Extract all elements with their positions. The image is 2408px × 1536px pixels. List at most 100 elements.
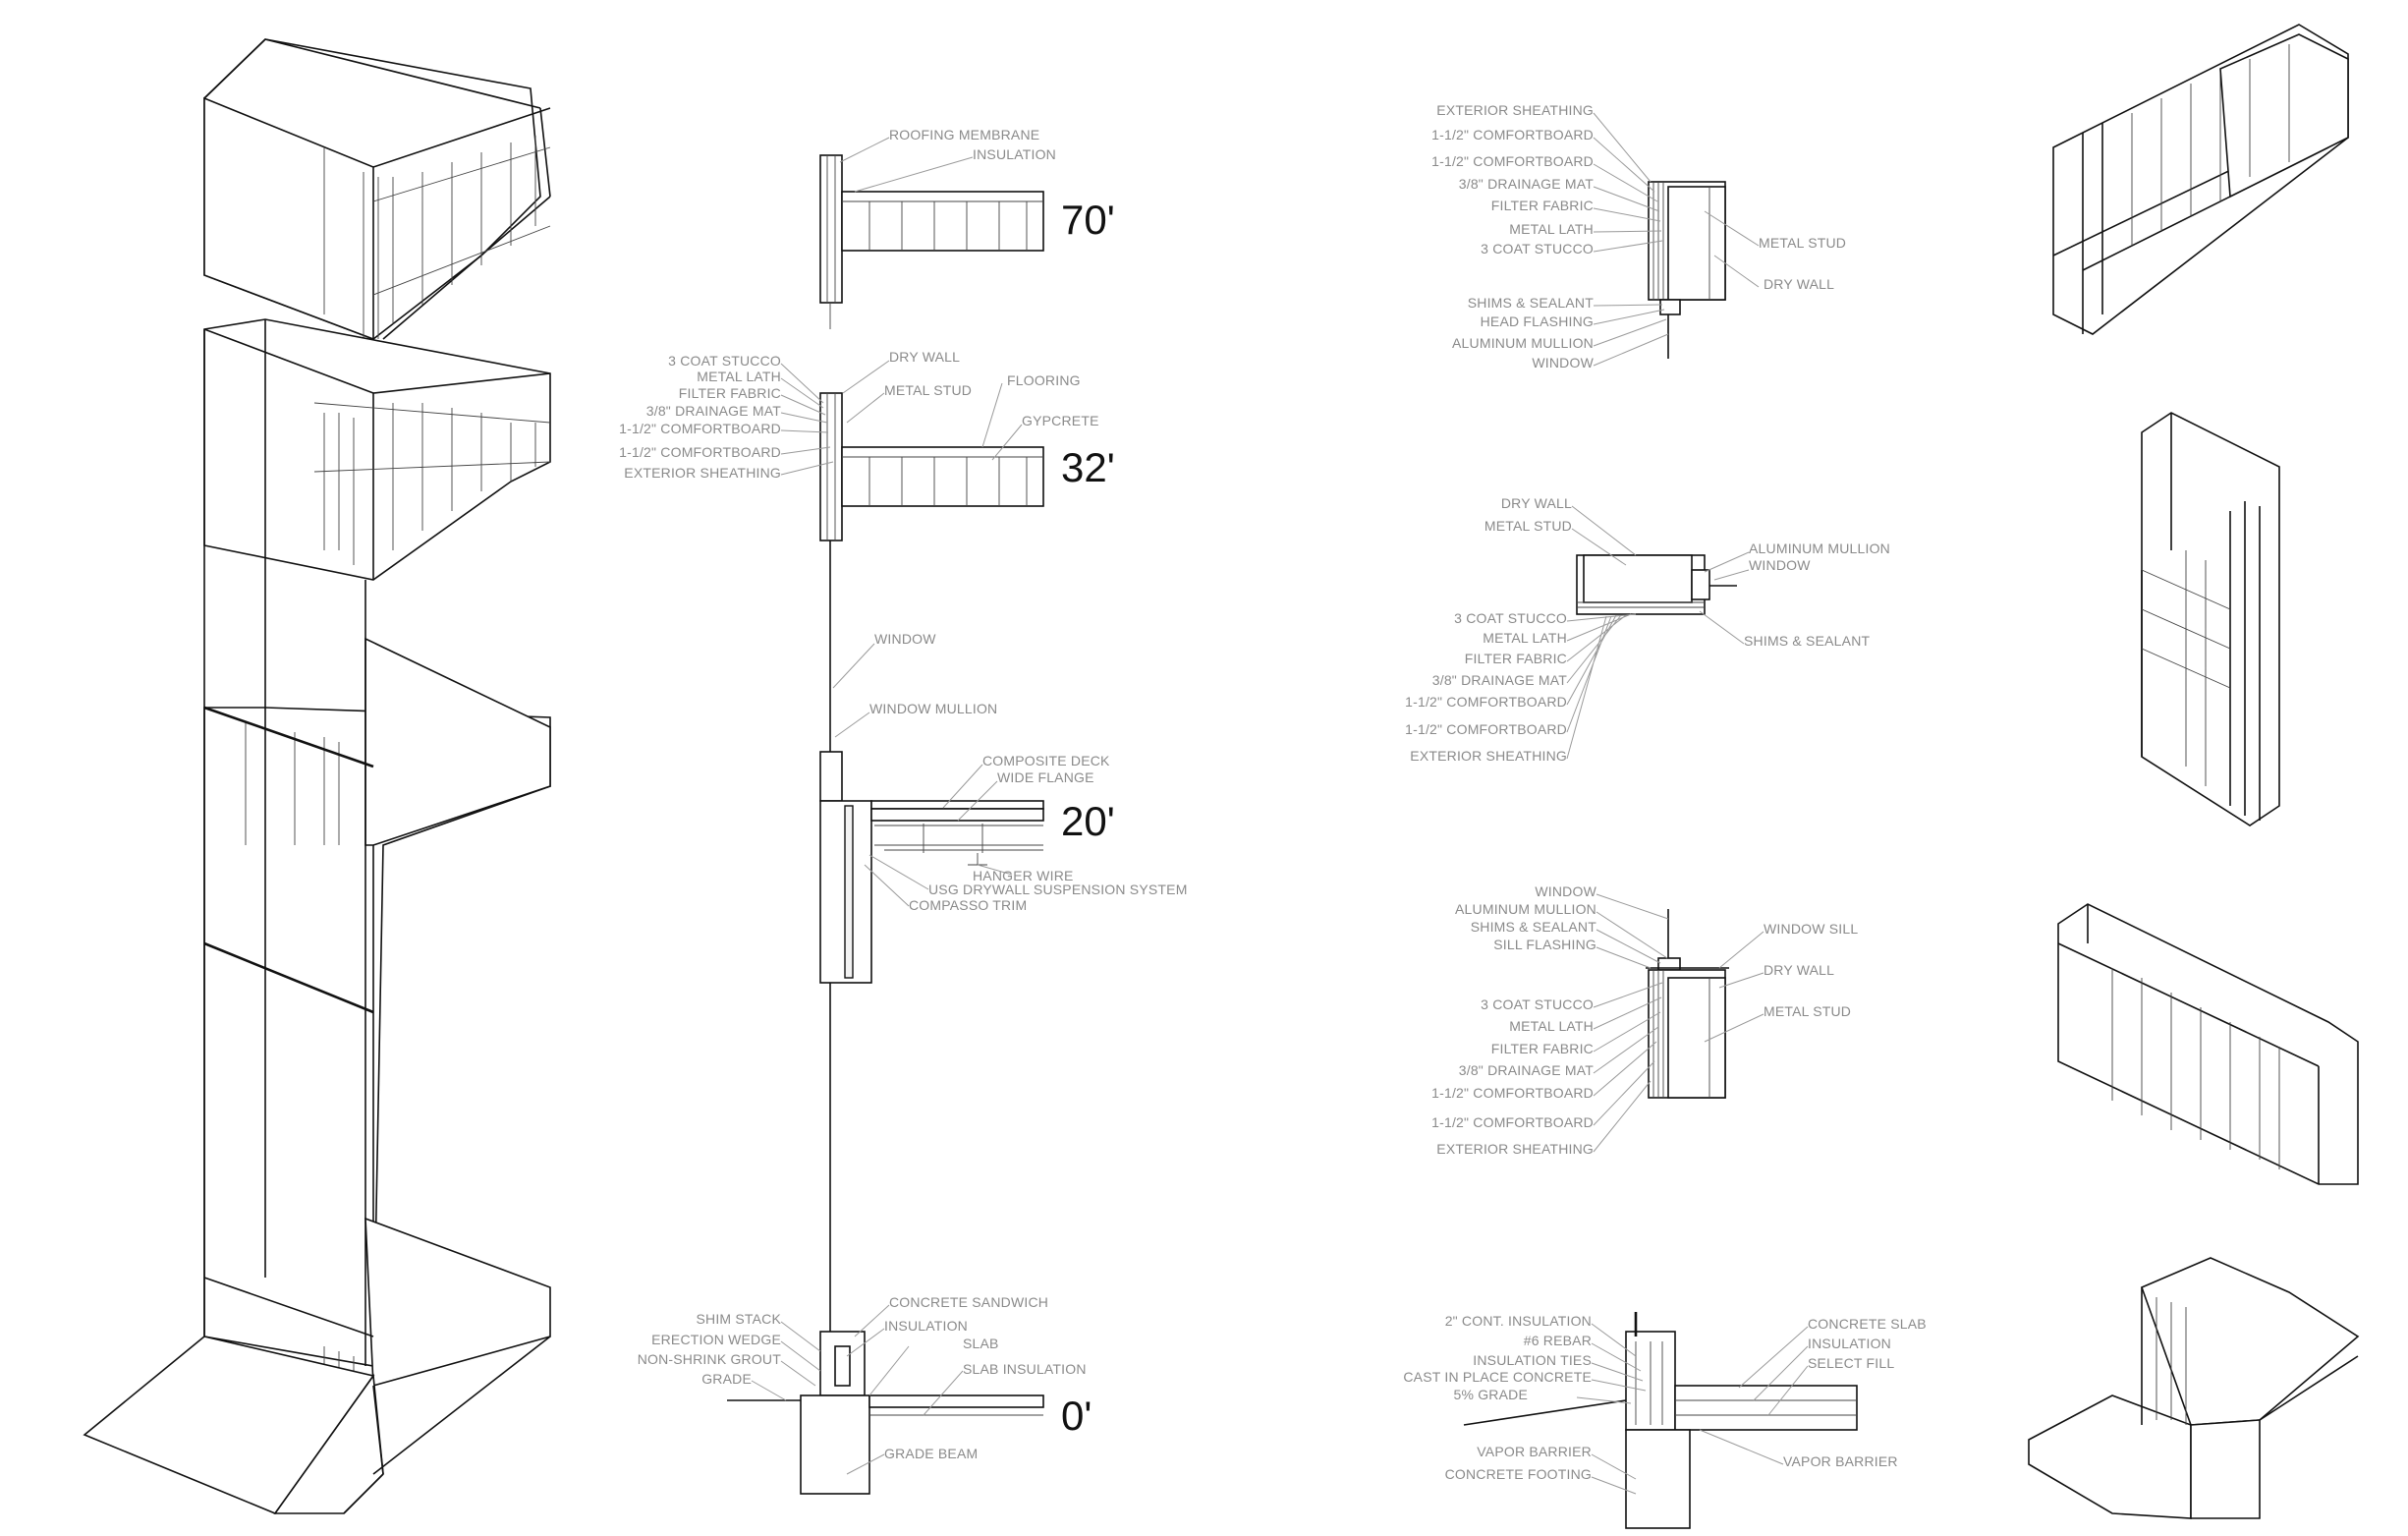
level-0-label: 0': [1061, 1393, 1092, 1439]
label-jamb-fabric: FILTER FABRIC: [1465, 651, 1567, 666]
section-floor20: [819, 751, 1044, 984]
section-floor32: [819, 392, 1044, 541]
label-hanger-wire: HANGER WIRE: [973, 868, 1074, 883]
label-jamb-sheathing: EXTERIOR SHEATHING: [1410, 748, 1567, 764]
label-sill-fabric: FILTER FABRIC: [1491, 1041, 1594, 1056]
label-head-drywall: DRY WALL: [1764, 276, 1834, 292]
label-composite-deck: COMPOSITE DECK: [982, 753, 1110, 768]
axon-jamb-detail: [2141, 412, 2280, 826]
label-wide-flange: WIDE FLANGE: [997, 769, 1094, 785]
label-jamb-comfort-b: 1-1/2" COMFORTBOARD: [1405, 721, 1567, 737]
label-fabric-32: FILTER FABRIC: [679, 385, 781, 401]
label-drainage-32: 3/8" DRAINAGE MAT: [646, 403, 781, 419]
detail-head-right-labels: METAL STUD DRY WALL: [1704, 210, 1846, 292]
label-head-mullion: ALUMINUM MULLION: [1452, 335, 1594, 351]
label-roofing-membrane: ROOFING MEMBRANE: [889, 127, 1039, 142]
label-non-shrink-grout: NON-SHRINK GROUT: [638, 1351, 782, 1367]
label-roof-insulation: INSULATION: [973, 146, 1056, 162]
label-jamb-window: WINDOW: [1749, 557, 1811, 573]
label-gypcrete: GYPCRETE: [1022, 413, 1099, 428]
label-shim-stack: SHIM STACK: [696, 1311, 781, 1327]
label-sill-shims: SHIMS & SEALANT: [1471, 919, 1597, 935]
label-head-comfort-b: 1-1/2" COMFORTBOARD: [1431, 153, 1594, 169]
detail-head: EXTERIOR SHEATHING 1-1/2" COMFORTBOARD 1…: [1431, 102, 1846, 370]
label-head-flashing: HEAD FLASHING: [1481, 313, 1594, 329]
axon-foundation: [83, 1336, 551, 1514]
label-window-sill: WINDOW SILL: [1764, 921, 1858, 937]
label-suspension-system: USG DRYWALL SUSPENSION SYSTEM: [928, 882, 1188, 897]
label-head-shims: SHIMS & SEALANT: [1468, 295, 1595, 311]
axonometric-wall-section: [83, 38, 551, 1514]
label-jamb-metal-stud: METAL STUD: [1484, 518, 1572, 534]
label-comfort-32a: 1-1/2" COMFORTBOARD: [619, 421, 781, 436]
label-head-sheathing: EXTERIOR SHEATHING: [1436, 102, 1594, 118]
label-head-metal-stud: METAL STUD: [1759, 235, 1846, 251]
level-70-label: 70': [1061, 197, 1115, 243]
label-cont-insulation: 2" CONT. INSULATION: [1445, 1313, 1592, 1329]
base-left-labels: SHIM STACK ERECTION WEDGE NON-SHRINK GRO…: [638, 1311, 821, 1401]
floor32-left-labels: 3 COAT STUCCO METAL LATH FILTER FABRIC 3…: [619, 353, 834, 481]
label-slab: SLAB: [963, 1336, 999, 1351]
label-sill-stucco: 3 COAT STUCCO: [1481, 996, 1594, 1012]
label-concrete-footing: CONCRETE FOOTING: [1445, 1466, 1592, 1482]
axon-sill-detail: [2057, 903, 2359, 1185]
label-jamb-mullion: ALUMINUM MULLION: [1749, 540, 1890, 556]
label-jamb-stucco: 3 COAT STUCCO: [1454, 610, 1567, 626]
label-flooring: FLOORING: [1007, 372, 1081, 388]
label-sill-flashing: SILL FLASHING: [1493, 937, 1596, 952]
detail-foundation-left-labels: 2" CONT. INSULATION #6 REBAR INSULATION …: [1403, 1313, 1647, 1495]
axon-main-wall: [203, 319, 551, 1405]
label-drywall-32: DRY WALL: [889, 349, 960, 365]
label-sill-comfort-b: 1-1/2" COMFORTBOARD: [1431, 1114, 1594, 1130]
detail-sill-bottom-labels: 3 COAT STUCCO METAL LATH FILTER FABRIC 3…: [1431, 982, 1663, 1157]
section-base: [727, 1331, 1044, 1495]
label-five-grade: 5% GRADE: [1453, 1387, 1528, 1402]
detail-sill: WINDOW ALUMINUM MULLION SHIMS & SEALANT …: [1431, 883, 1858, 1157]
label-cast-concrete: CAST IN PLACE CONCRETE: [1403, 1369, 1592, 1385]
label-found-vapor-left: VAPOR BARRIER: [1477, 1444, 1592, 1459]
axon-foundation-detail: [2028, 1257, 2360, 1519]
detail-foundation-right-labels: CONCRETE SLAB INSULATION SELECT FILL VAP…: [1699, 1316, 1927, 1469]
detail-foundation: 2" CONT. INSULATION #6 REBAR INSULATION …: [1403, 1312, 1927, 1529]
label-head-stucco: 3 COAT STUCCO: [1481, 241, 1594, 256]
detail-sill-top-labels: WINDOW ALUMINUM MULLION SHIMS & SEALANT …: [1455, 883, 1669, 969]
label-head-window: WINDOW: [1532, 355, 1594, 370]
detail-head-left-labels: EXTERIOR SHEATHING 1-1/2" COMFORTBOARD 1…: [1431, 102, 1669, 370]
label-found-insulation: INSULATION: [1808, 1336, 1891, 1351]
label-sill-drainage: 3/8" DRAINAGE MAT: [1459, 1062, 1594, 1078]
axon-roof-block: [203, 38, 551, 369]
label-insulation-ties: INSULATION TIES: [1473, 1352, 1592, 1368]
label-concrete-slab: CONCRETE SLAB: [1808, 1316, 1927, 1332]
label-window: WINDOW: [874, 631, 936, 647]
label-head-lath: METAL LATH: [1509, 221, 1594, 237]
label-comfort-32b: 1-1/2" COMFORTBOARD: [619, 444, 781, 460]
label-grade-beam: GRADE BEAM: [884, 1446, 978, 1461]
label-jamb-drywall: DRY WALL: [1501, 495, 1572, 511]
label-sill-comfort-a: 1-1/2" COMFORTBOARD: [1431, 1085, 1594, 1101]
floor32-right-labels: DRY WALL METAL STUD FLOORING GYPCRETE: [842, 349, 1099, 461]
label-slab-insulation: SLAB INSULATION: [963, 1361, 1087, 1377]
label-sheathing-32: EXTERIOR SHEATHING: [624, 465, 781, 481]
section-roof: [819, 154, 1044, 329]
label-jamb-comfort-a: 1-1/2" COMFORTBOARD: [1405, 694, 1567, 710]
label-found-vapor-right: VAPOR BARRIER: [1783, 1453, 1898, 1469]
level-32-label: 32': [1061, 444, 1115, 490]
floor20-labels: COMPOSITE DECK WIDE FLANGE HANGER WIRE U…: [864, 753, 1188, 913]
label-sill-drywall: DRY WALL: [1764, 962, 1834, 978]
detail-jamb-top-labels: DRY WALL METAL STUD: [1484, 495, 1637, 566]
label-concrete-sandwich: CONCRETE SANDWICH: [889, 1294, 1048, 1310]
label-jamb-lath: METAL LATH: [1483, 630, 1567, 646]
label-select-fill: SELECT FILL: [1808, 1355, 1894, 1371]
label-erection-wedge: ERECTION WEDGE: [651, 1332, 781, 1347]
label-compasso-trim: COMPASSO TRIM: [909, 897, 1027, 913]
wall-section-2d: 70' 32' 20' 0' ROOFING MEMBRANE INSULATI…: [619, 127, 1188, 1495]
detail-jamb-bottom-labels: 3 COAT STUCCO METAL LATH FILTER FABRIC 3…: [1405, 610, 1637, 764]
label-window-mullion: WINDOW MULLION: [869, 701, 997, 716]
label-jamb-drainage: 3/8" DRAINAGE MAT: [1432, 672, 1567, 688]
label-stucco-32: 3 COAT STUCCO: [668, 353, 781, 369]
detail-sill-right-labels: WINDOW SILL DRY WALL METAL STUD: [1704, 921, 1858, 1043]
base-right-labels: CONCRETE SANDWICH INSULATION SLAB SLAB I…: [846, 1294, 1087, 1475]
detail-jamb-right-labels: ALUMINUM MULLION WINDOW SHIMS & SEALANT: [1699, 540, 1890, 649]
label-sill-window: WINDOW: [1535, 883, 1596, 899]
